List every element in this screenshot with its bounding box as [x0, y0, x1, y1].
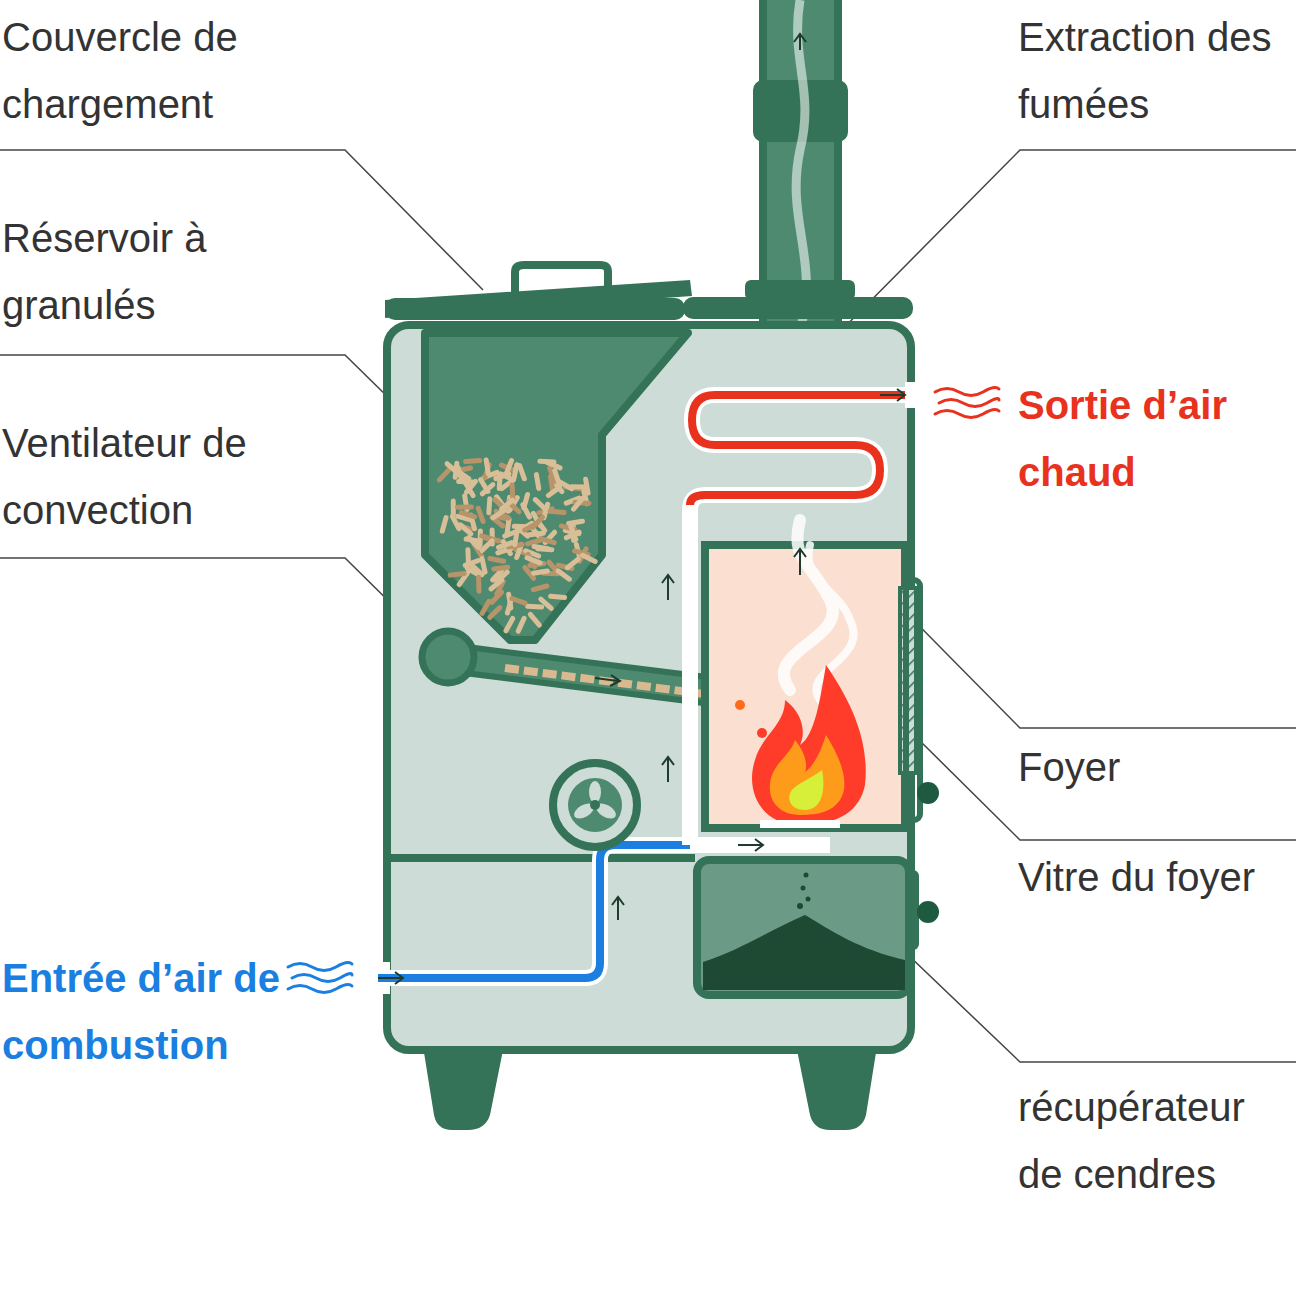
combustion-chamber — [705, 545, 905, 828]
pellet-hopper — [425, 333, 688, 640]
part-label: Couvercle de chargement — [2, 4, 332, 138]
air-paths — [360, 382, 935, 994]
part-label: Extraction des fumées — [1018, 4, 1290, 138]
loading-lid — [385, 265, 913, 320]
leader-lines — [0, 150, 1296, 1062]
part-label: Foyer — [1018, 734, 1120, 801]
part-label: Vitre du foyer — [1018, 844, 1255, 911]
flame — [735, 665, 866, 828]
air-wave-icons — [288, 388, 999, 993]
pellets — [439, 460, 595, 631]
ash-drawer — [697, 860, 939, 995]
flow-arrows — [378, 389, 905, 984]
part-label: récupérateur de cendres — [1018, 1074, 1290, 1208]
smoke — [784, 520, 854, 700]
convection-fan — [553, 763, 637, 847]
part-label: Ventilateur de convection — [2, 410, 332, 544]
air-outlet-label: Sortie d’air chaud — [1018, 372, 1290, 506]
air-inlet-label: Entrée d’air de combustion — [2, 945, 332, 1079]
stove-body — [387, 325, 911, 1050]
part-label: Réservoir à granulés — [2, 205, 332, 339]
